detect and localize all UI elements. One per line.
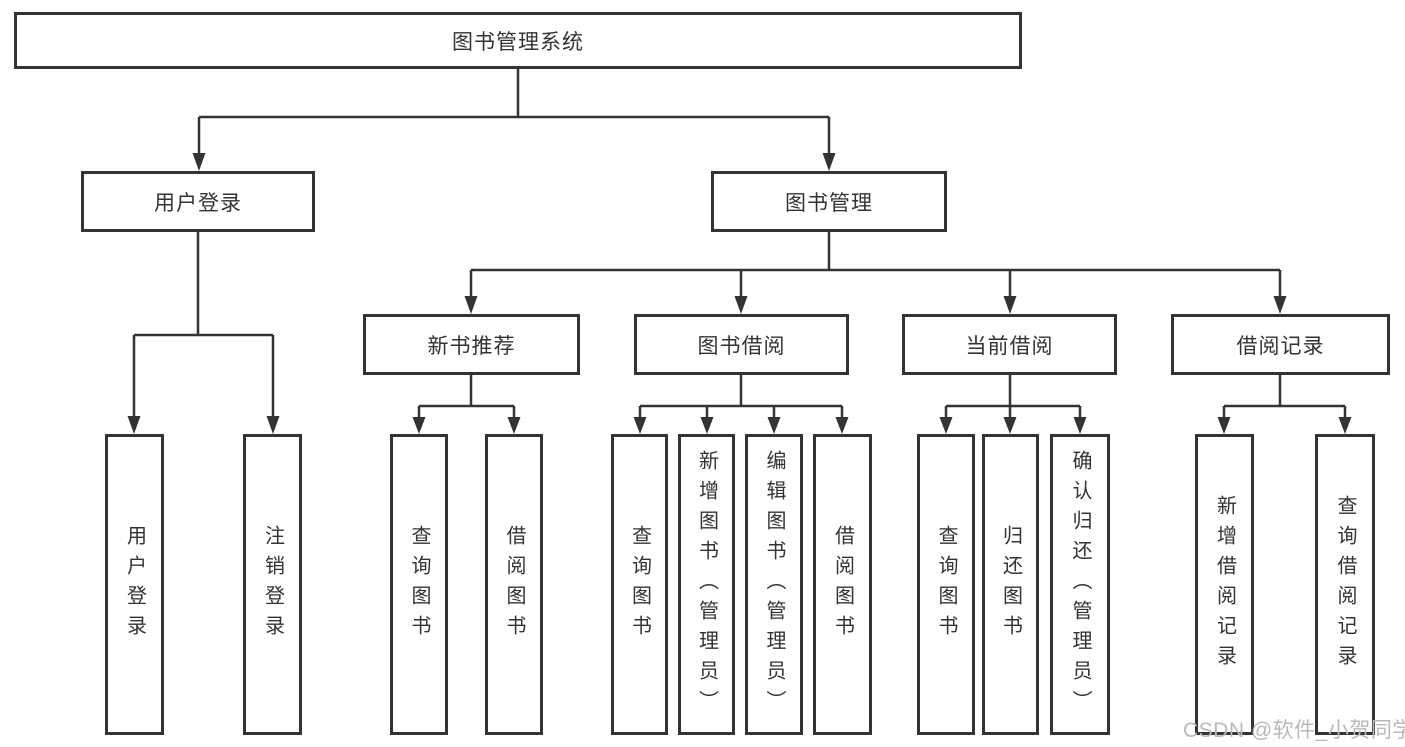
arrow-icon	[266, 416, 280, 434]
csdn-watermark: CSDN @软件_小贺同学	[1183, 719, 1405, 742]
leaf-bb-edit-book-admin: 编辑图书（管理员）	[745, 434, 803, 735]
arrow-icon	[127, 416, 141, 434]
leaf-cb-confirm-return-admin: 确认归还（管理员）	[1050, 434, 1110, 735]
arrow-icon	[822, 153, 836, 171]
leaf-br-add-record: 新增借阅记录	[1195, 434, 1254, 735]
node-book-borrow: 图书借阅	[634, 314, 849, 375]
leaf-br-query-record-label: 查询借阅记录	[1334, 494, 1356, 675]
leaf-bb-query-book-label: 查询图书	[628, 524, 651, 645]
arrow-icon	[1217, 417, 1231, 434]
arrow-icon	[734, 296, 748, 314]
node-current-borrow-label: 当前借阅	[965, 334, 1054, 358]
leaf-nbr-borrow-book: 借阅图书	[485, 434, 543, 735]
arrowheads	[127, 153, 1352, 434]
arrow-icon	[1003, 417, 1017, 434]
arrow-icon	[700, 417, 714, 434]
node-root-label: 图书管理系统	[452, 30, 584, 54]
arrow-icon	[939, 417, 953, 434]
arrow-icon	[464, 296, 478, 314]
leaf-bb-borrow-book-label: 借阅图书	[831, 524, 854, 645]
leaf-br-query-record: 查询借阅记录	[1315, 434, 1375, 735]
leaf-bb-add-book-admin-label: 新增图书（管理员）	[695, 449, 718, 720]
node-borrow-records-label: 借阅记录	[1236, 334, 1325, 358]
leaf-cb-query-book: 查询图书	[917, 434, 975, 735]
arrow-icon	[1073, 417, 1087, 434]
leaf-bb-add-book-admin: 新增图书（管理员）	[678, 434, 735, 735]
arrow-icon	[767, 417, 781, 434]
leaf-logout: 注销登录	[243, 434, 302, 735]
node-new-book-recommend: 新书推荐	[363, 314, 580, 375]
leaf-user-login: 用户登录	[105, 434, 164, 735]
leaf-user-login-label: 用户登录	[123, 524, 146, 645]
leaf-bb-borrow-book: 借阅图书	[813, 434, 872, 735]
node-root: 图书管理系统	[14, 12, 1022, 69]
arrow-icon	[1003, 296, 1017, 314]
leaf-nbr-query-book: 查询图书	[390, 434, 448, 735]
leaf-nbr-borrow-book-label: 借阅图书	[503, 524, 525, 645]
node-book-borrow-label: 图书借阅	[697, 334, 786, 358]
arrow-icon	[192, 153, 206, 171]
arrow-icon	[1273, 296, 1287, 314]
leaf-bb-edit-book-admin-label: 编辑图书（管理员）	[763, 449, 785, 720]
arrow-icon	[633, 417, 647, 434]
arrow-icon	[507, 417, 521, 434]
connector-segments	[132, 69, 1347, 419]
arrow-icon	[835, 417, 849, 434]
node-book-management-label: 图书管理	[785, 191, 873, 215]
node-user-login: 用户登录	[81, 171, 315, 232]
node-new-book-recommend-label: 新书推荐	[427, 334, 516, 358]
arrow-icon	[412, 417, 426, 434]
leaf-logout-label: 注销登录	[261, 524, 284, 645]
leaf-cb-return-book: 归还图书	[982, 434, 1039, 735]
leaf-br-add-record-label: 新增借阅记录	[1213, 494, 1236, 675]
leaf-cb-return-book-label: 归还图书	[999, 524, 1022, 645]
leaf-bb-query-book: 查询图书	[611, 434, 668, 735]
node-borrow-records: 借阅记录	[1171, 314, 1390, 375]
node-current-borrow: 当前借阅	[902, 314, 1117, 375]
node-book-management: 图书管理	[711, 171, 947, 232]
node-user-login-label: 用户登录	[154, 191, 242, 215]
leaf-nbr-query-book-label: 查询图书	[408, 524, 430, 645]
leaf-cb-query-book-label: 查询图书	[935, 524, 957, 645]
leaf-cb-confirm-return-admin-label: 确认归还（管理员）	[1069, 449, 1091, 720]
arrow-icon	[1338, 417, 1352, 434]
